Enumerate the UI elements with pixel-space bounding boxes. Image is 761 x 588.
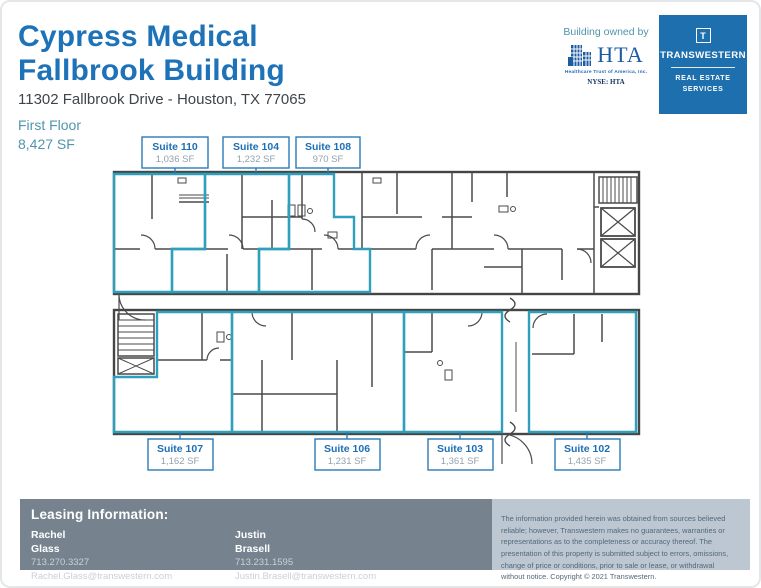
suite-area: 1,162 SF (161, 456, 200, 467)
match-line (504, 297, 517, 447)
suite-name: Suite 107 (157, 443, 203, 455)
suite-area: 1,036 SF (156, 154, 195, 165)
suite-area: 1,231 SF (328, 456, 367, 467)
hta-wordmark: HTA (597, 42, 644, 67)
floor-area: 8,427 SF (18, 135, 75, 152)
leasing-heading: Leasing Information: (31, 507, 169, 522)
hta-building-icon (568, 44, 592, 66)
suite-area: 970 SF (313, 154, 344, 165)
suite-label-108: Suite 108 970 SF (295, 136, 361, 174)
transwestern-t-icon: T (695, 28, 711, 43)
door-swing-arcs (118, 218, 592, 465)
suite-label-104: Suite 104 1,232 SF (222, 136, 290, 174)
exterior-walls (112, 170, 641, 436)
interior-walls-top-wing (114, 172, 599, 294)
title-line-2: Fallbrook Building (18, 53, 285, 87)
fixtures (177, 177, 516, 381)
suite-label-106: Suite 106 1,231 SF (314, 432, 381, 471)
suite-label-102: Suite 102 1,435 SF (554, 432, 621, 471)
suite-106-outline (230, 310, 406, 434)
page-title: Cypress Medical Fallbrook Building (18, 20, 285, 88)
suite-108-outline (257, 172, 372, 294)
owned-by-label: Building owned by (563, 26, 649, 38)
contact-phone: 713.270.3327 (31, 557, 90, 569)
suite-name: Suite 108 (305, 141, 351, 153)
divider (671, 67, 735, 68)
suite-area: 1,361 SF (441, 456, 480, 467)
leasing-info-panel: Leasing Information: Rachel Glass 713.27… (20, 499, 492, 582)
suite-label-103: Suite 103 1,361 SF (427, 432, 494, 471)
elevator-icons (600, 207, 636, 268)
contact-email[interactable]: Justin.Brasell@transwestern.com (235, 570, 377, 582)
contact-last-name: Glass (31, 542, 60, 555)
suite-name: Suite 106 (324, 443, 370, 455)
floor-info: First Floor 8,427 SF (18, 116, 81, 154)
suite-label-110: Suite 110 1,036 SF (141, 136, 209, 174)
hta-subtitle: Healthcare Trust of America, Inc. (564, 70, 648, 75)
transwestern-logo-block: T TRANSWESTERN REAL ESTATE SERVICES (659, 15, 747, 114)
disclaimer-text: The information provided herein was obta… (492, 499, 750, 581)
suite-102-outline (527, 310, 638, 434)
contact-first-name: Rachel (31, 529, 66, 541)
floor-label: First Floor (18, 117, 81, 133)
contact-justin-brasell: Justin Brasell 713.231.1595 Justin.Brase… (235, 529, 439, 583)
suite-label-107: Suite 107 1,162 SF (147, 432, 214, 471)
hta-ticker: NYSE: HTA (587, 78, 625, 86)
transwestern-tagline: REAL ESTATE SERVICES (675, 75, 731, 93)
stair-icon-bottom (117, 313, 155, 375)
contact-rachel-glass: Rachel Glass 713.270.3327 Rachel.Glass@t… (31, 529, 235, 583)
suite-area: 1,435 SF (568, 456, 607, 467)
suite-103-outline (402, 310, 504, 434)
contact-first-name: Justin (235, 529, 266, 541)
transwestern-wordmark: TRANSWESTERN (660, 50, 746, 61)
floor-plan: Suite 110 1,036 SF Suite 104 1,232 SF Su… (112, 136, 641, 471)
contact-email[interactable]: Rachel.Glass@transwestern.com (31, 570, 173, 582)
suite-110-outline (112, 172, 207, 294)
hta-logo-block: Building owned by HTA Healthcare Trust o… (554, 26, 658, 86)
property-address: 11302 Fallbrook Drive - Houston, TX 7706… (18, 91, 306, 108)
suite-name: Suite 110 (152, 141, 198, 153)
contact-phone: 713.231.1595 (235, 557, 294, 569)
suite-outlines (112, 172, 638, 434)
suite-name: Suite 103 (437, 443, 483, 455)
suite-name: Suite 102 (564, 443, 610, 455)
suite-area: 1,232 SF (237, 154, 276, 165)
title-line-1: Cypress Medical (18, 20, 258, 53)
contact-last-name: Brasell (235, 542, 271, 555)
stair-icon (598, 176, 638, 204)
suite-name: Suite 104 (233, 141, 279, 153)
footer-band: Leasing Information: Rachel Glass 713.27… (20, 499, 750, 582)
suite-107-outline (112, 310, 234, 434)
